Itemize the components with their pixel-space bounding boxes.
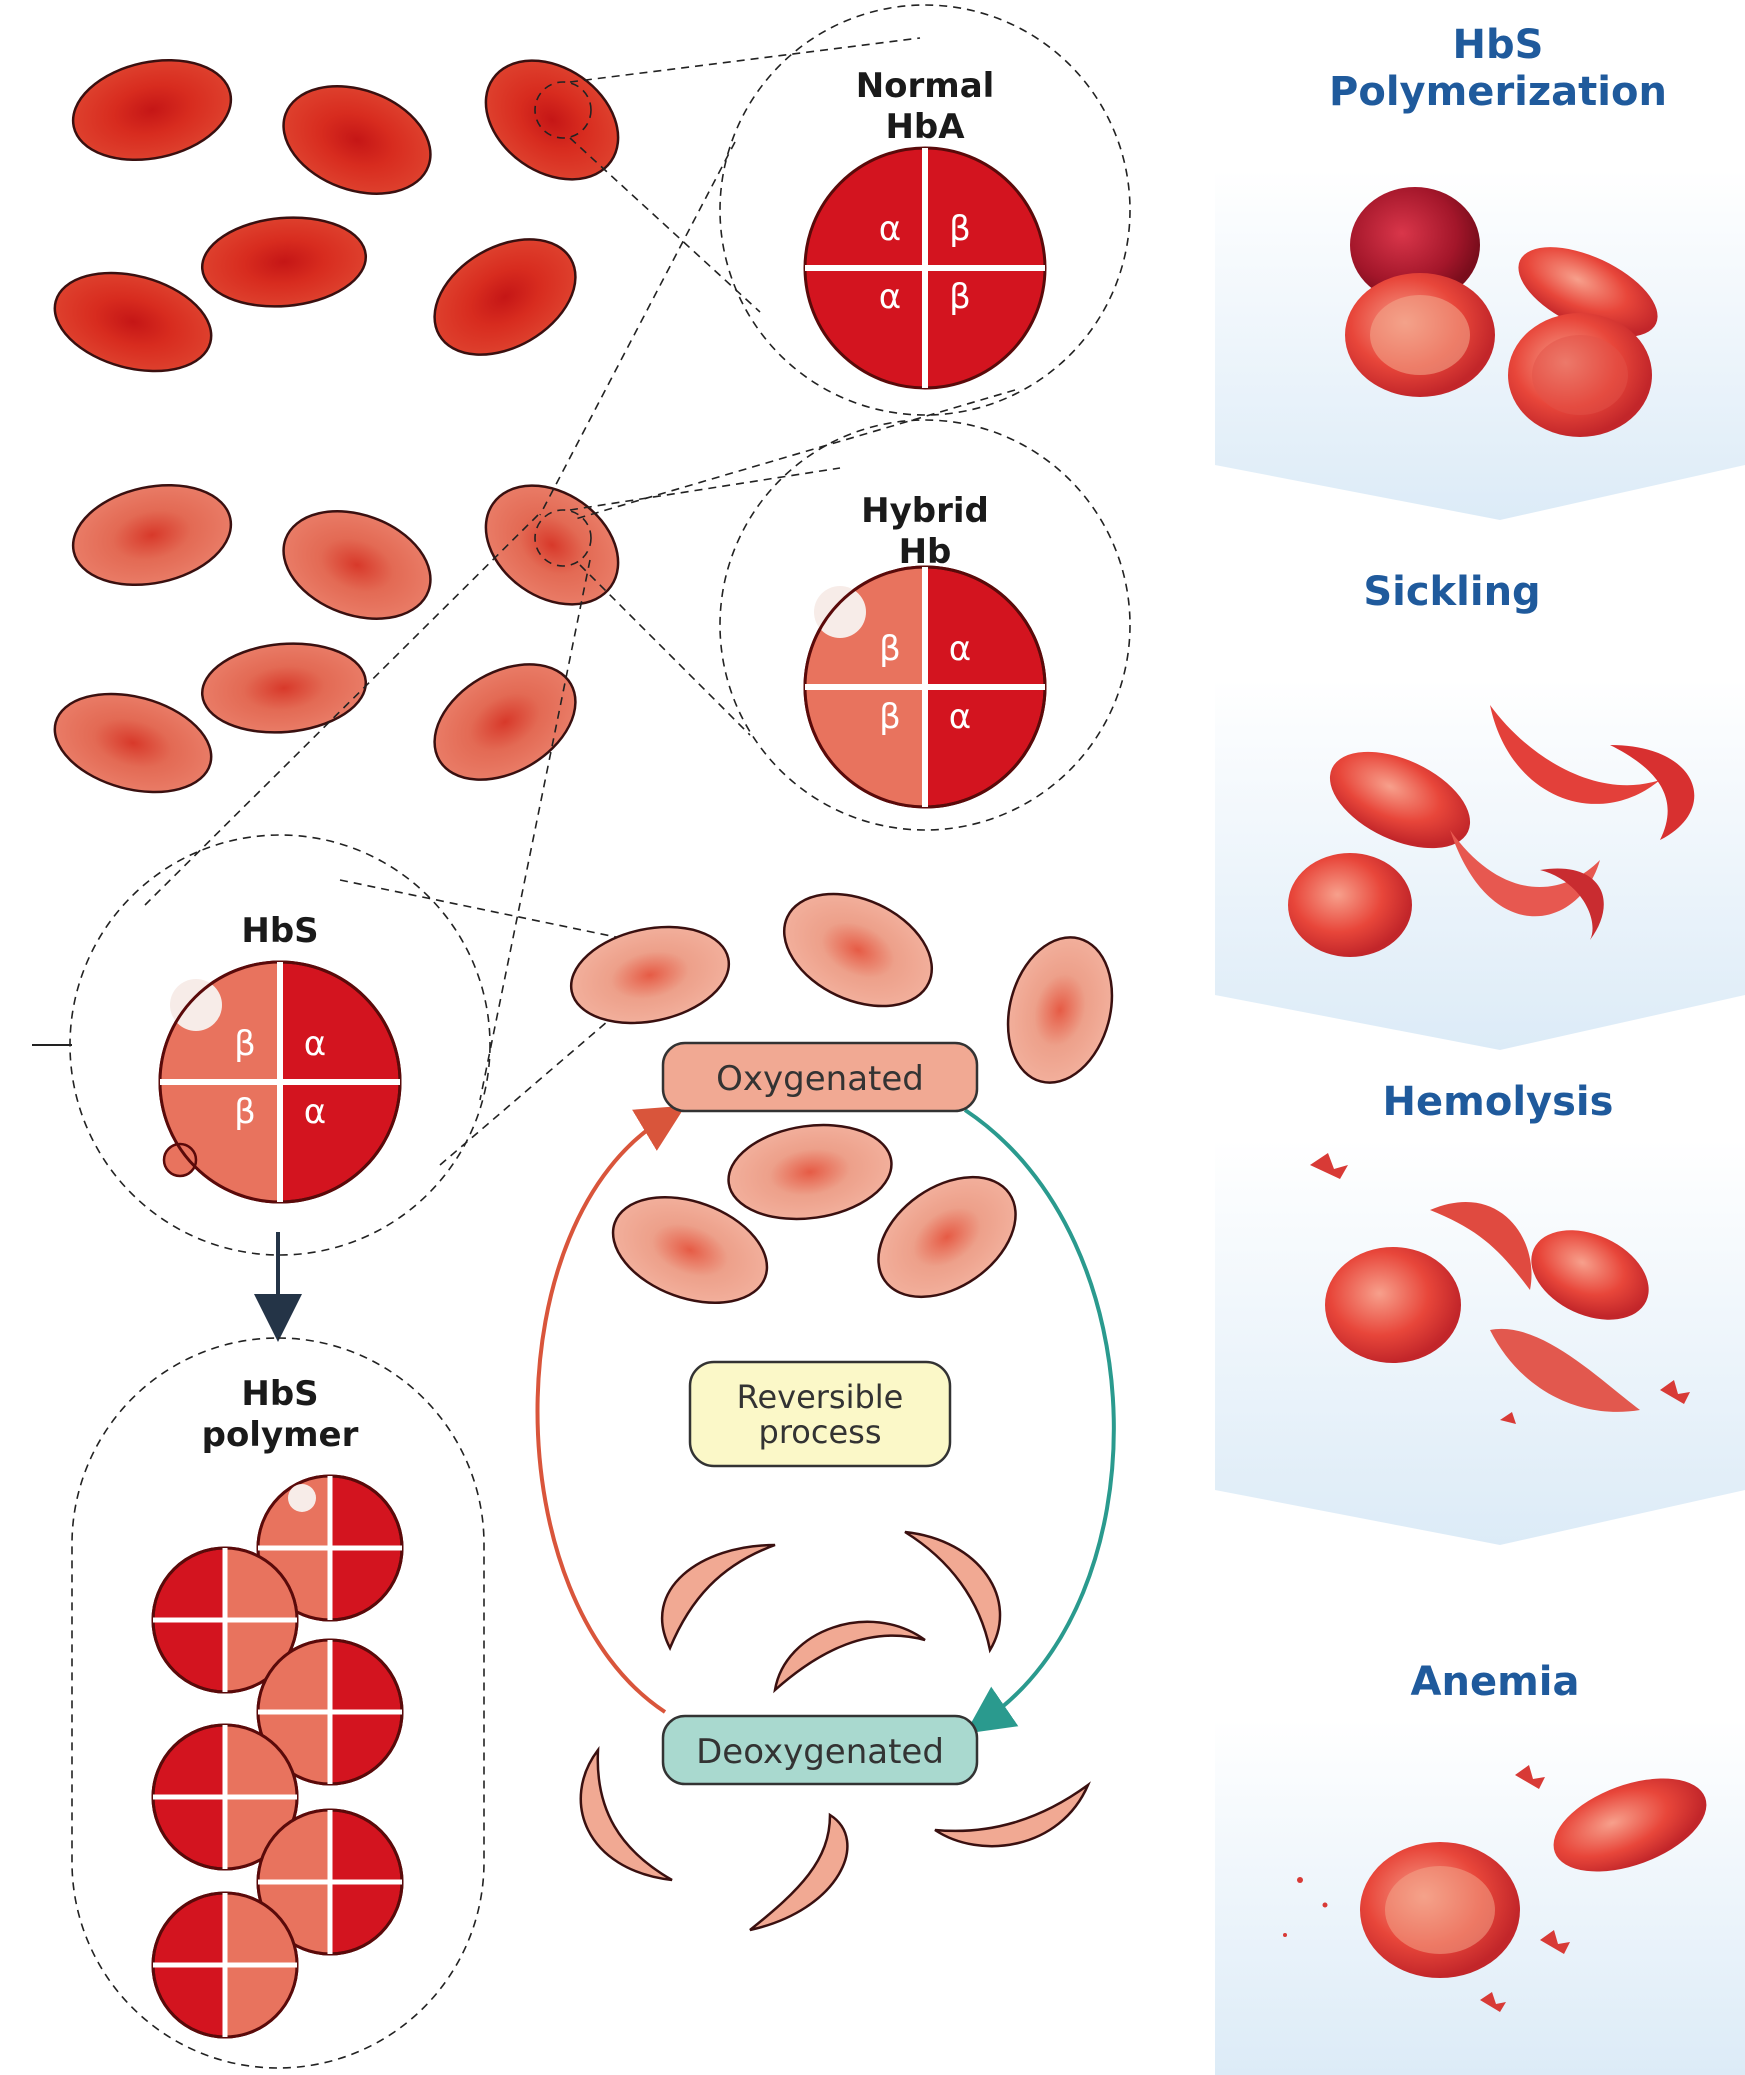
normal-cell: [44, 257, 222, 387]
oxygenated-cell: [766, 872, 950, 1029]
hybrid-subunit-4: α: [949, 697, 971, 737]
hybrid-subunit-3: β: [879, 697, 901, 737]
stage-anemia-title: Anemia: [1411, 1659, 1580, 1705]
reversible-label-2: process: [759, 1413, 882, 1451]
stages-panel: HbS Polymerization Sickling: [1215, 22, 1745, 2075]
hbs-polymer-unit: [153, 1893, 297, 2037]
hbs-subunit-2: α: [304, 1024, 326, 1064]
normal-hba-tetramer: Normal HbA α β α β: [805, 66, 1045, 388]
normal-subunit-2: β: [949, 209, 971, 249]
sickled-cell: [775, 1622, 925, 1690]
sickled-cell: [905, 1532, 1000, 1650]
normal-subunit-4: β: [949, 277, 971, 317]
stage-anemia: Anemia: [1215, 1659, 1745, 2075]
hbs-subunit-4: α: [304, 1092, 326, 1132]
hybrid-cell: [198, 637, 369, 739]
stage-sickling: Sickling: [1215, 569, 1745, 1050]
oxygenated-cell: [722, 1115, 897, 1229]
hybrid-cell: [64, 471, 240, 598]
stage-polymerization-title-2: Polymerization: [1329, 69, 1667, 115]
reversible-box: Reversible process: [690, 1362, 950, 1466]
stage-hemolysis: Hemolysis: [1215, 1079, 1745, 1545]
hybrid-cell: [44, 678, 222, 808]
normal-cell: [414, 216, 596, 379]
sickled-cell: [750, 1815, 847, 1930]
deoxygenated-label: Deoxygenated: [696, 1732, 944, 1772]
hybrid-cell: [463, 461, 641, 629]
reversible-label-1: Reversible: [737, 1378, 904, 1416]
hbs-polymer-title-2: polymer: [202, 1415, 359, 1455]
hbs-title: HbS: [241, 911, 318, 951]
normal-hba-title-1: Normal: [856, 66, 995, 106]
oxygenated-box: Oxygenated: [663, 1043, 977, 1111]
hbs-subunit-3: β: [234, 1092, 256, 1132]
stage-hemolysis-title: Hemolysis: [1383, 1079, 1614, 1125]
hybrid-cell: [414, 641, 596, 804]
normal-cell: [268, 67, 445, 213]
hbs-tetramer: HbS β α β α: [160, 911, 400, 1202]
sickled-cell: [935, 1785, 1088, 1846]
normal-hba-title-2: HbA: [885, 107, 965, 147]
hybrid-cell: [268, 492, 445, 638]
hbs-subunit-1: β: [234, 1024, 256, 1064]
hbs-polymer-title-1: HbS: [241, 1374, 318, 1414]
sickled-cell: [581, 1750, 672, 1880]
hybrid-hb-tetramer: Hybrid Hb β α β α: [805, 491, 1045, 807]
normal-subunit-3: α: [879, 277, 901, 317]
hybrid-hb-title-1: Hybrid: [861, 491, 989, 531]
normal-cell: [198, 211, 369, 313]
sickled-cell: [662, 1545, 775, 1648]
normal-subunit-1: α: [879, 209, 901, 249]
hbs-polymer-chain: [153, 1476, 402, 2037]
deoxygenated-box: Deoxygenated: [663, 1716, 977, 1784]
hybrid-subunit-1: β: [879, 629, 901, 669]
stage-polymerization: HbS Polymerization: [1215, 22, 1745, 520]
hybrid-subunit-2: α: [949, 629, 971, 669]
stage-polymerization-title-1: HbS: [1453, 22, 1544, 68]
normal-cell: [64, 46, 240, 173]
normal-cells-group: [44, 36, 641, 387]
stage-sickling-title: Sickling: [1363, 569, 1540, 615]
oxygenated-label: Oxygenated: [716, 1059, 924, 1099]
oxygenated-cell: [993, 926, 1128, 1095]
